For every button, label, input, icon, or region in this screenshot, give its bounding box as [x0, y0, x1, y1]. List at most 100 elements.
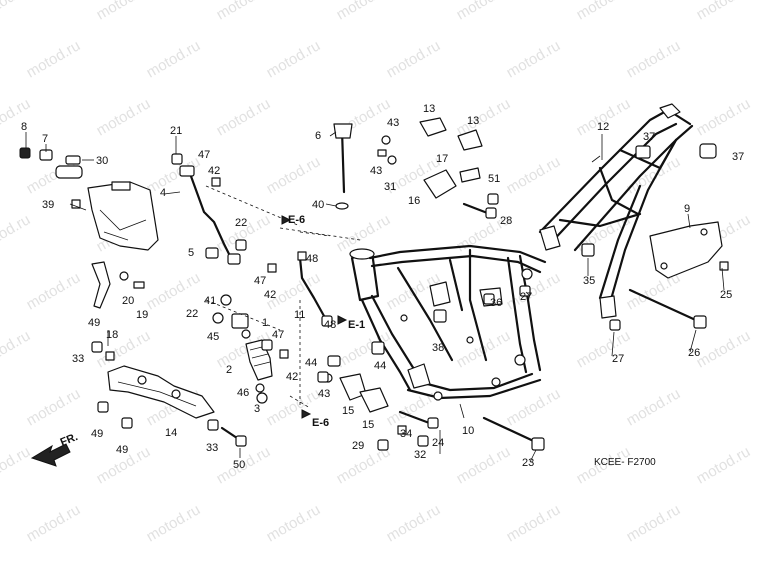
part-callout: 7	[42, 133, 48, 145]
watermark-text: motod.ru	[504, 37, 564, 81]
part-callout: 13	[423, 103, 435, 115]
part-callout: 45	[207, 331, 219, 343]
part-callout: 49	[88, 317, 100, 329]
part-callout: 20	[122, 295, 134, 307]
watermark-text: motod.ru	[0, 0, 33, 23]
watermark-text: motod.ru	[264, 153, 324, 197]
pivot-bolt-26	[628, 288, 702, 324]
headlight-stay	[19, 147, 159, 309]
brake-hose	[186, 166, 234, 262]
watermark-text: motod.ru	[214, 0, 274, 23]
watermark-text: motod.ru	[454, 443, 514, 487]
watermark-text: motod.ru	[504, 501, 564, 545]
part-callout: 26	[688, 347, 700, 359]
part-callout: 37	[732, 151, 744, 163]
part-callout: 33	[72, 353, 84, 365]
watermark-text: motod.ru	[624, 37, 684, 81]
part-callout: 9	[684, 203, 690, 215]
watermark-text: motod.ru	[454, 0, 514, 23]
sub-frame	[538, 103, 717, 319]
part-callout: 8	[21, 121, 27, 133]
part-callout: 23	[522, 457, 534, 469]
hardware-bolts	[71, 153, 729, 451]
leader-lines	[25, 131, 725, 463]
part-callout: 30	[96, 155, 108, 167]
watermark-text: motod.ru	[144, 37, 204, 81]
section-ref-e6-bottom: E-6	[312, 417, 329, 429]
watermark-text: motod.ru	[24, 37, 84, 81]
small-parts-cluster	[212, 294, 289, 404]
part-callout: 21	[170, 125, 182, 137]
part-callout: 10	[462, 425, 474, 437]
part-callout: 39	[42, 199, 54, 211]
part-callout: 28	[500, 215, 512, 227]
watermark-text: motod.ru	[624, 385, 684, 429]
watermark-text: motod.ru	[694, 327, 754, 371]
part-callout: 48	[324, 319, 336, 331]
part-callout: 51	[488, 173, 500, 185]
watermark-text: motod.ru	[504, 153, 564, 197]
upper-clamps	[377, 117, 499, 219]
watermark-text: motod.ru	[504, 385, 564, 429]
section-ref-e1: E-1	[348, 319, 365, 331]
part-callout: 44	[305, 357, 317, 369]
part-callout: 46	[237, 387, 249, 399]
part-callout: 24	[432, 437, 444, 449]
part-callout: 31	[384, 181, 396, 193]
watermark-text: motod.ru	[264, 501, 324, 545]
part-callout: 44	[374, 360, 386, 372]
part-callout: 42	[264, 289, 276, 301]
part-callout: 2	[226, 364, 232, 376]
part-callout: 38	[432, 342, 444, 354]
step-bar	[107, 365, 215, 419]
part-callout: 22	[235, 217, 247, 229]
part-callout: 40	[312, 199, 324, 211]
callout-labels: 8730394214742640431313433117165128123737…	[21, 103, 744, 471]
part-callout: 6	[315, 130, 321, 142]
watermark-text: motod.ru	[624, 153, 684, 197]
part-callout: 29	[352, 440, 364, 452]
watermark-text: motod.ru	[574, 0, 634, 23]
dipstick	[340, 128, 346, 194]
part-callout: 22	[186, 308, 198, 320]
watermark-text: motod.ru	[624, 501, 684, 545]
part-callout: 50	[233, 459, 245, 471]
part-callout: 49	[91, 428, 103, 440]
watermark-text: motod.ru	[384, 501, 444, 545]
part-callout: 34	[400, 428, 412, 440]
part-callout: 33	[206, 442, 218, 454]
part-callout: 1	[262, 317, 268, 329]
part-callout: 15	[362, 419, 374, 431]
watermark-text: motod.ru	[24, 269, 84, 313]
part-callout: 42	[286, 371, 298, 383]
part-callout: 43	[318, 388, 330, 400]
part-callout: 25	[720, 289, 732, 301]
watermark-text: motod.ru	[144, 269, 204, 313]
part-callout: 41	[204, 295, 216, 307]
part-callout: 4	[160, 187, 166, 199]
watermark-text: motod.ru	[694, 95, 754, 139]
watermark-text: motod.ru	[694, 0, 754, 23]
part-callout: 18	[106, 329, 118, 341]
part-callout: 19	[136, 309, 148, 321]
watermark-text: motod.ru	[214, 95, 274, 139]
part-callout: 43	[387, 117, 399, 129]
watermark-text: motod.ru	[454, 95, 514, 139]
direction-label: FR.	[59, 431, 80, 449]
watermark-text: motod.ru	[0, 211, 33, 255]
watermark-text: motod.ru	[334, 0, 394, 23]
part-callout: 15	[342, 405, 354, 417]
part-callout: 49	[116, 444, 128, 456]
part-callout: 37	[643, 131, 655, 143]
part-callout: 27	[612, 353, 624, 365]
part-callout: 47	[198, 149, 210, 161]
bolt-24	[398, 410, 434, 426]
part-callout: 36	[490, 297, 502, 309]
part-callout: 17	[436, 153, 448, 165]
watermark-text: motod.ru	[144, 501, 204, 545]
part-callout: 13	[467, 115, 479, 127]
pivot-bolt-23	[482, 416, 542, 446]
part-callout: 47	[272, 329, 284, 341]
part-callout: 11	[294, 309, 305, 321]
